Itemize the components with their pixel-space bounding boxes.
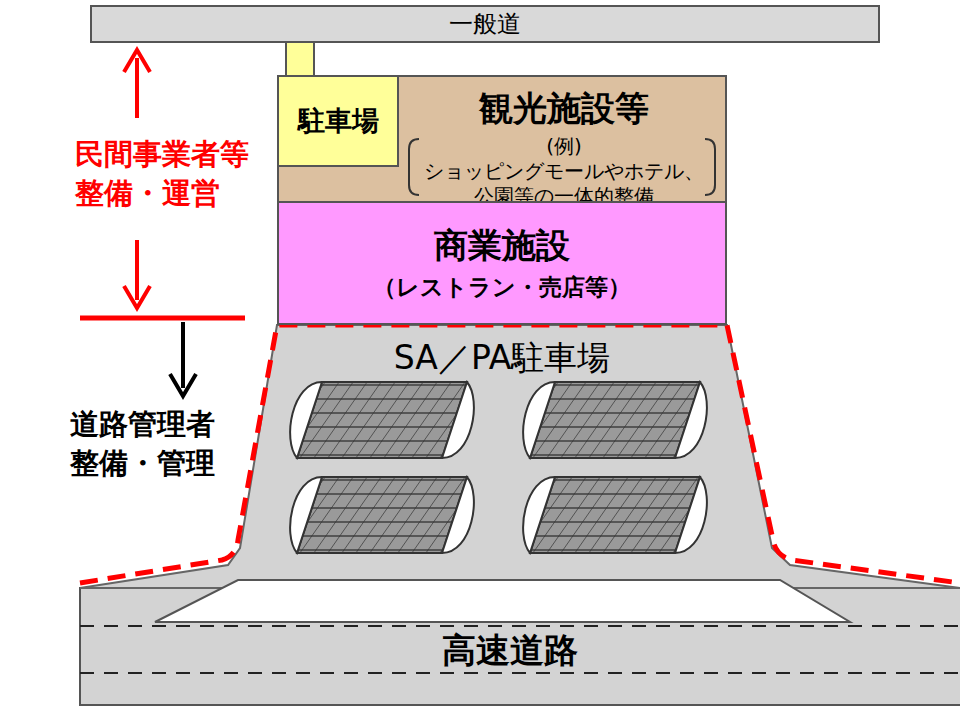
lane-line — [80, 672, 960, 674]
sa-pa-parking-area: SA／PA駐車場 — [290, 330, 714, 386]
tourism-facility-box: 観光施設等(例)ショッピングモールやホテル、 公園等の一体的整備 駐車場 — [277, 75, 727, 213]
responsibility-arrows — [80, 50, 245, 396]
access-connector — [286, 42, 314, 76]
node-title: 商業施設 — [434, 224, 570, 267]
node-subtitle: （レストラン・売店等） — [373, 273, 631, 302]
node-title: SA／PA駐車場 — [394, 337, 611, 378]
manager-note: 道路管理者 整備・管理 — [70, 405, 260, 483]
road-band: 一般道 — [90, 5, 880, 43]
node-title: 観光施設等 — [479, 87, 649, 130]
operator-note: 民間事業者等 整備・運営 — [75, 135, 265, 213]
node-title: 駐車場 — [298, 104, 379, 138]
lane-line — [80, 625, 960, 627]
parking-lots — [290, 382, 707, 553]
node-subtitle: (例)ショッピングモールやホテル、 公園等の一体的整備 — [419, 134, 709, 209]
commercial-facility-box: 商業施設 （レストラン・売店等） — [277, 201, 727, 325]
node-title: 一般道 — [449, 9, 521, 39]
ramp-island — [155, 580, 850, 622]
parking-box: 駐車場 — [277, 75, 399, 167]
node-title: 高速道路 — [434, 629, 586, 672]
highway: 高速道路 — [80, 630, 940, 670]
